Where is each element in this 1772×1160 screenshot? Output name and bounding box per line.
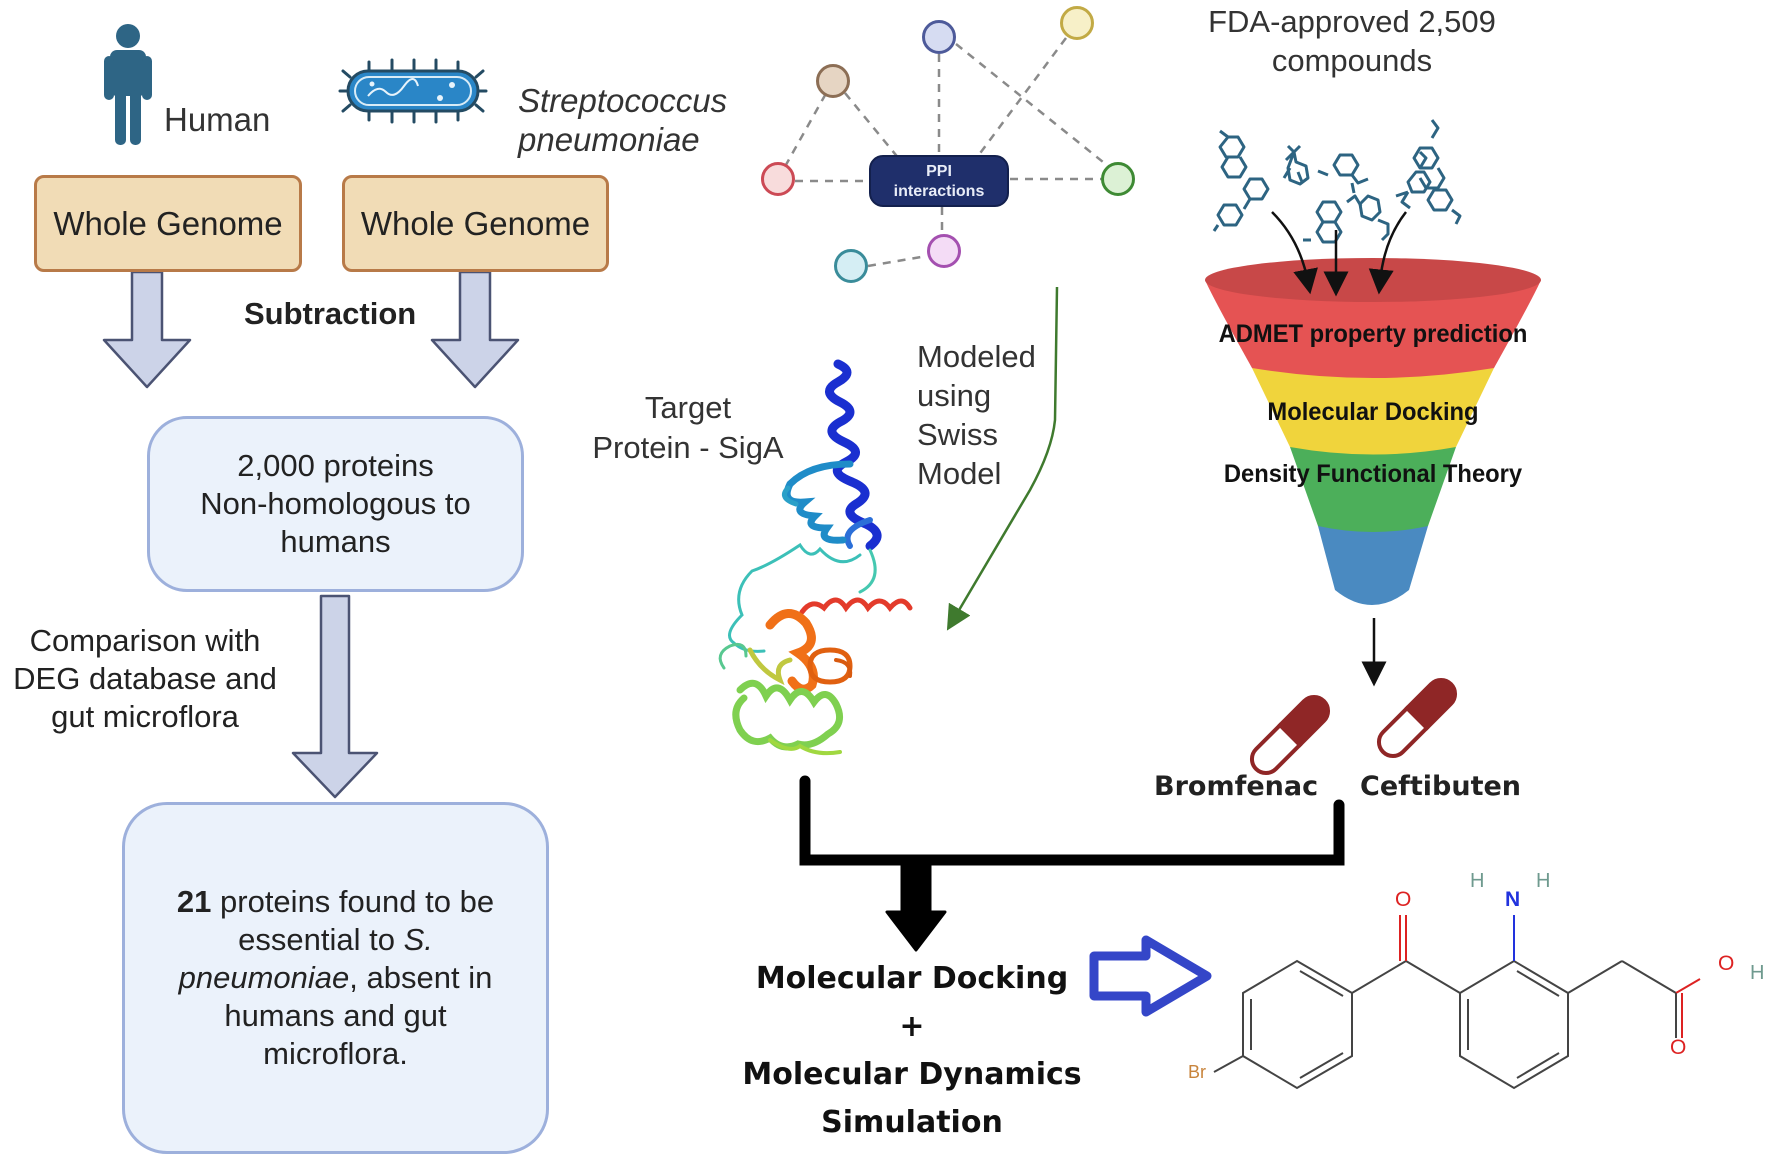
- modeling-arrow: [946, 286, 1059, 631]
- merge-connector: [799, 775, 1345, 866]
- subtraction-label: Subtraction: [244, 296, 417, 331]
- atom-o-ketone: O: [1395, 888, 1412, 911]
- screening-funnel: [1205, 258, 1541, 605]
- essential-count: 21: [176, 884, 212, 919]
- comparison-line2: DEG database and: [13, 661, 277, 696]
- atom-br: Br: [1188, 1062, 1206, 1082]
- hit-label-bromfenac: Bromfenac: [1154, 771, 1319, 802]
- funnel-inlet-arrow-left: [1271, 211, 1318, 295]
- ppi-node-lavender: [922, 20, 956, 54]
- human-label: Human: [164, 101, 271, 138]
- ppi-interactions-box: PPI interactions: [869, 155, 1009, 207]
- essential-proteins-box: 21 proteins found to be essential to S. …: [122, 802, 549, 1154]
- atom-o-hydroxyl: O: [1718, 952, 1735, 975]
- funnel-stage-dft: Density Functional Theory: [1223, 460, 1523, 488]
- result-arrow-icon: [1089, 935, 1212, 1017]
- ppi-label-line1: PPI: [926, 163, 952, 180]
- funnel-stage-docking: Molecular Docking: [1267, 398, 1479, 426]
- compound-molecules-icon: [1212, 119, 1462, 244]
- atom-h-acid: H: [1750, 962, 1765, 984]
- essential-line4: humans and gut: [224, 998, 447, 1033]
- capsule-icon-ceftibuten: [1376, 677, 1458, 759]
- atom-o-carbonyl: O: [1670, 1036, 1687, 1059]
- compounds-line1: FDA-approved 2,509: [1208, 4, 1496, 39]
- protein-structure-sigA: [718, 359, 913, 756]
- human-figure-icon: [104, 24, 152, 145]
- modeling-label: Modeled using Swiss Model: [917, 337, 1036, 493]
- comparison-label: Comparison with DEG database and gut mic…: [0, 622, 290, 736]
- modeling-line2: using: [917, 378, 992, 413]
- comparison-line1: Comparison with: [29, 623, 261, 658]
- essential-line3b: , absent in: [349, 960, 493, 995]
- bacterium-label-line2: pneumoniae: [518, 121, 700, 158]
- subtraction-arrow-left: [102, 270, 192, 389]
- ppi-node-pink: [927, 234, 961, 268]
- funnel-stage-admet: ADMET property prediction: [1218, 320, 1528, 348]
- subtraction-arrow-right: [430, 270, 520, 389]
- ppi-node-yellow: [1060, 6, 1094, 40]
- ppi-edges: [776, 37, 1109, 268]
- compounds-line2: compounds: [1271, 43, 1433, 78]
- final-line1: Molecular Docking: [755, 961, 1069, 996]
- final-step-label: Molecular Docking + Molecular Dynamics S…: [732, 955, 1092, 1147]
- atom-n: N: [1505, 888, 1521, 911]
- target-line1: Target: [644, 390, 732, 425]
- bromfenac-structure: [1213, 915, 1701, 1090]
- comparison-arrow: [291, 594, 379, 799]
- ppi-node-cyan: [834, 249, 868, 283]
- human-genome-label: Whole Genome: [53, 204, 283, 242]
- target-protein-label: Target Protein - SigA: [568, 388, 808, 468]
- bacterium-genome-box: Whole Genome: [342, 175, 609, 272]
- final-line2: +: [899, 1009, 925, 1044]
- atom-h2: H: [1536, 870, 1551, 892]
- hit-label-ceftibuten: Ceftibuten: [1360, 771, 1522, 802]
- human-genome-box: Whole Genome: [34, 175, 302, 272]
- merge-down-arrow: [885, 860, 947, 952]
- non-homologous-line1: 2,000 proteins: [237, 448, 434, 483]
- ppi-label-line2: interactions: [893, 183, 985, 200]
- modeling-line1: Modeled: [917, 339, 1036, 374]
- modeling-line3: Swiss: [917, 417, 998, 452]
- bacterium-genome-label: Whole Genome: [360, 204, 591, 242]
- bacterium-icon: [338, 58, 488, 124]
- ppi-node-green: [1101, 162, 1135, 196]
- modeling-line4: Model: [917, 456, 1002, 491]
- funnel-inlet-arrow-right: [1368, 211, 1407, 295]
- compounds-label: FDA-approved 2,509 compounds: [1192, 2, 1512, 80]
- ppi-node-red: [761, 162, 795, 196]
- final-line3: Molecular Dynamics: [742, 1057, 1082, 1092]
- essential-line5: microflora.: [263, 1036, 408, 1071]
- bacterium-label-line1: Streptococcus: [518, 82, 728, 119]
- non-homologous-box: 2,000 proteins Non-homologous to humans: [147, 416, 524, 592]
- essential-line1: proteins found to be: [211, 884, 495, 919]
- non-homologous-line2: Non-homologous to: [200, 486, 471, 521]
- comparison-line3: gut microflora: [51, 699, 239, 734]
- essential-line2a: essential to: [238, 922, 404, 957]
- essential-line3a: pneumoniae: [178, 960, 350, 995]
- atom-h1: H: [1470, 870, 1485, 892]
- essential-line2b: S.: [403, 922, 433, 957]
- non-homologous-line3: humans: [280, 524, 391, 559]
- target-line2: Protein - SigA: [592, 430, 784, 465]
- final-line4: Simulation: [821, 1105, 1003, 1140]
- capsule-icon-bromfenac: [1249, 694, 1331, 776]
- ppi-node-brown: [816, 64, 850, 98]
